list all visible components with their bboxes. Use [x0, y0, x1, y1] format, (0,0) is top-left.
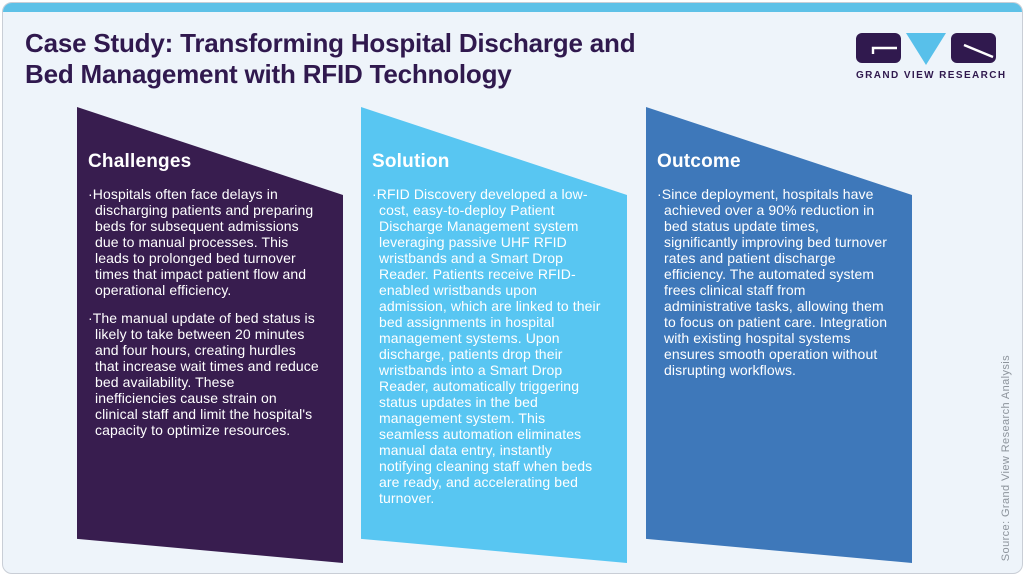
outcome-bullet-list: Since deployment, hospitals have achieve… — [657, 186, 888, 378]
solution-panel: Solution RFID Discovery developed a low-… — [361, 107, 627, 563]
challenges-panel-content: Challenges Hospitals often face delays i… — [77, 107, 343, 438]
gvr-v-icon — [906, 33, 946, 65]
challenges-heading: Challenges — [88, 151, 192, 172]
bullet-item: The manual update of bed status is likel… — [88, 310, 319, 438]
solution-bullet-list: RFID Discovery developed a low-cost, eas… — [372, 186, 603, 506]
bullet-item: Hospitals often face delays in dischargi… — [88, 186, 319, 298]
top-accent-bar — [3, 3, 1022, 12]
gvr-g-icon — [856, 33, 901, 63]
bullet-item: RFID Discovery developed a low-cost, eas… — [372, 186, 603, 506]
outcome-panel-content: Outcome Since deployment, hospitals have… — [646, 107, 912, 378]
gvr-r-icon — [951, 33, 996, 63]
challenges-bullet-list: Hospitals often face delays in dischargi… — [88, 186, 319, 438]
challenges-panel: Challenges Hospitals often face delays i… — [77, 107, 343, 563]
bullet-item: Since deployment, hospitals have achieve… — [657, 186, 888, 378]
source-note: Source: Grand View Research Analysis — [1000, 354, 1012, 561]
logo-glyphs — [856, 33, 996, 66]
solution-panel-content: Solution RFID Discovery developed a low-… — [361, 107, 627, 506]
page-title: Case Study: Transforming Hospital Discha… — [25, 28, 636, 89]
outcome-heading: Outcome — [657, 151, 741, 172]
solution-heading: Solution — [372, 151, 450, 172]
logo-wordmark: GRAND VIEW RESEARCH — [856, 70, 1007, 81]
outcome-panel: Outcome Since deployment, hospitals have… — [646, 107, 912, 563]
grand-view-research-logo: GRAND VIEW RESEARCH — [856, 33, 1007, 81]
